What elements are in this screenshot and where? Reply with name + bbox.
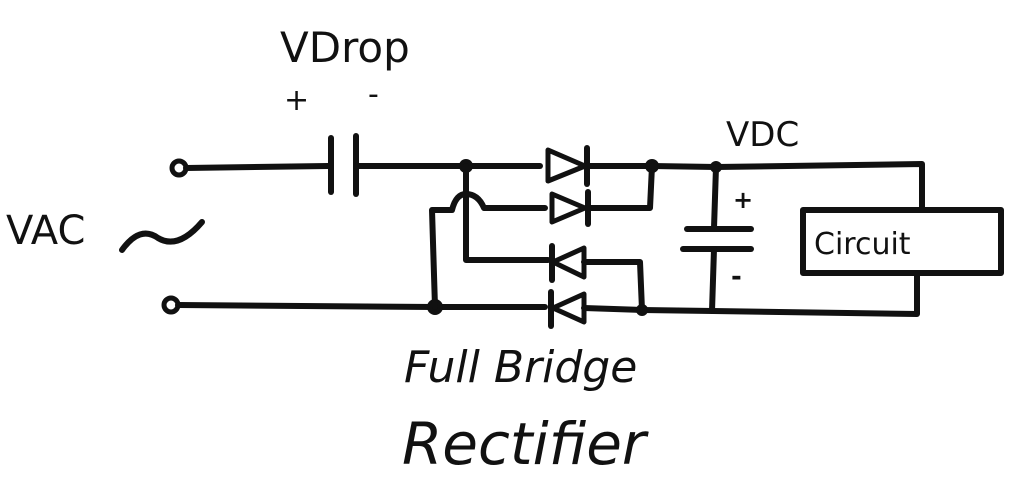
wire-diode-2-out — [585, 163, 655, 211]
vdrop-plus-label: + — [284, 83, 309, 118]
vac-label: VAC — [6, 208, 85, 254]
wire-node-a-to-diode-3 — [463, 163, 551, 263]
diode-1 — [545, 145, 590, 187]
diode-4 — [548, 289, 587, 329]
caption-line-2: Rectifier — [402, 410, 649, 478]
vdc-label: VDC — [726, 115, 799, 155]
wire-diode-3-in — [581, 259, 645, 313]
ac-symbol-icon — [119, 219, 205, 253]
filter-cap-lead-bottom — [709, 246, 717, 314]
diode-3 — [549, 243, 587, 283]
wire-diode-4-in — [581, 305, 645, 313]
wire-dc-positive — [649, 161, 925, 213]
wire-dc-negative — [639, 273, 920, 317]
circuit-block — [800, 207, 1004, 276]
filter-cap-lead-top — [711, 164, 719, 231]
diode-2 — [549, 189, 591, 227]
vdrop-minus-label: - — [368, 77, 379, 112]
vdrop-label: VDrop — [280, 23, 410, 72]
cap-plus-label: + — [733, 186, 753, 214]
cap-minus-label: - — [731, 262, 742, 292]
circuit-label: Circuit — [814, 227, 911, 262]
wire-node-b-to-diode-2 — [429, 191, 548, 310]
wire-input-bottom — [175, 302, 548, 310]
wire-input-top — [183, 163, 331, 171]
caption-line-1: Full Bridge — [404, 342, 637, 393]
